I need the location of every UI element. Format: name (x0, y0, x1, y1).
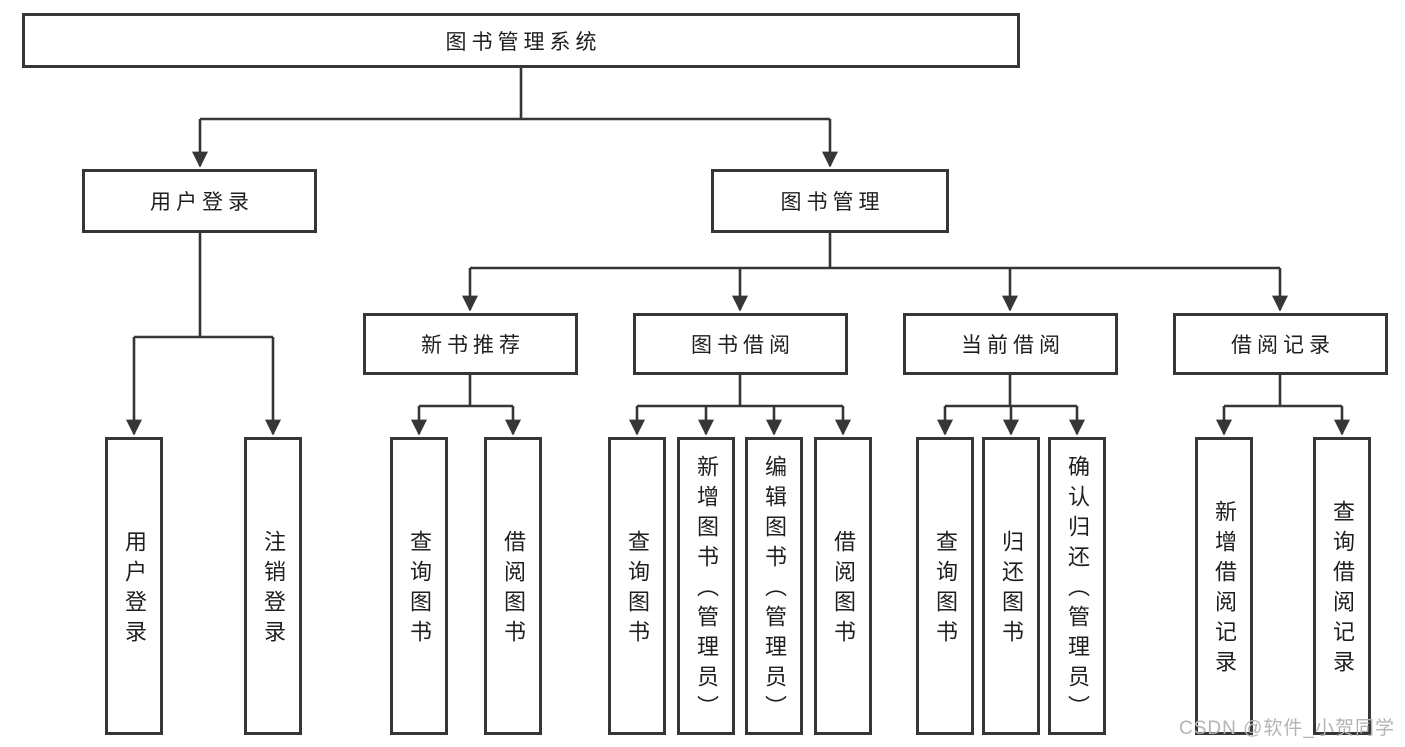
node-borrowing-records: 借阅记录 (1173, 313, 1388, 375)
leaf-records-query-borrow-record: 查询借阅记录 (1313, 437, 1371, 735)
node-borrowing-records-label: 借阅记录 (1231, 334, 1335, 357)
leaf-records-add-borrow-record-label: 新增借阅记录 (1212, 500, 1237, 680)
node-root-label: 图书管理系统 (445, 30, 602, 54)
leaf-current-query-books: 查询图书 (916, 437, 974, 735)
leaf-borrowing-add-books-admin: 新增图书（管理员） (677, 437, 735, 735)
leaf-current-query-books-label: 查询图书 (933, 530, 958, 650)
node-current-borrowing-label: 当前借阅 (961, 334, 1065, 357)
leaf-borrowing-edit-books-admin: 编辑图书（管理员） (745, 437, 803, 735)
node-book-borrowing-label: 图书借阅 (691, 334, 795, 357)
node-user-login-label: 用户登录 (150, 191, 254, 214)
node-user-login: 用户登录 (82, 169, 317, 233)
leaf-recommend-borrow-books-label: 借阅图书 (501, 530, 526, 650)
leaf-current-confirm-return-admin-label: 确认归还（管理员） (1065, 455, 1090, 725)
leaf-user-login-label: 用户登录 (122, 530, 147, 650)
node-book-management: 图书管理 (711, 169, 949, 233)
node-book-borrowing: 图书借阅 (633, 313, 848, 375)
watermark: CSDN @软件_小贺同学 (1179, 718, 1395, 739)
leaf-borrowing-edit-books-admin-label: 编辑图书（管理员） (762, 455, 787, 725)
connector-group (126, 68, 1350, 436)
leaf-user-login: 用户登录 (105, 437, 163, 735)
leaf-borrowing-borrow-books-label: 借阅图书 (831, 530, 856, 650)
node-current-borrowing: 当前借阅 (903, 313, 1118, 375)
leaf-current-confirm-return-admin: 确认归还（管理员） (1048, 437, 1106, 735)
leaf-current-return-books-label: 归还图书 (999, 530, 1024, 650)
leaf-recommend-borrow-books: 借阅图书 (484, 437, 542, 735)
leaf-records-add-borrow-record: 新增借阅记录 (1195, 437, 1253, 735)
leaf-borrowing-query-books-label: 查询图书 (625, 530, 650, 650)
node-new-book-recommendation-label: 新书推荐 (421, 334, 525, 357)
leaf-current-return-books: 归还图书 (982, 437, 1040, 735)
leaf-logout: 注销登录 (244, 437, 302, 735)
node-book-management-label: 图书管理 (780, 191, 885, 214)
leaf-borrowing-query-books: 查询图书 (608, 437, 666, 735)
leaf-logout-label: 注销登录 (261, 530, 286, 650)
leaf-recommend-query-books: 查询图书 (390, 437, 448, 735)
leaf-borrowing-borrow-books: 借阅图书 (814, 437, 872, 735)
node-root: 图书管理系统 (22, 13, 1020, 68)
leaf-recommend-query-books-label: 查询图书 (407, 530, 432, 650)
node-new-book-recommendation: 新书推荐 (363, 313, 578, 375)
leaf-records-query-borrow-record-label: 查询借阅记录 (1330, 500, 1355, 680)
leaf-borrowing-add-books-admin-label: 新增图书（管理员） (694, 455, 719, 725)
